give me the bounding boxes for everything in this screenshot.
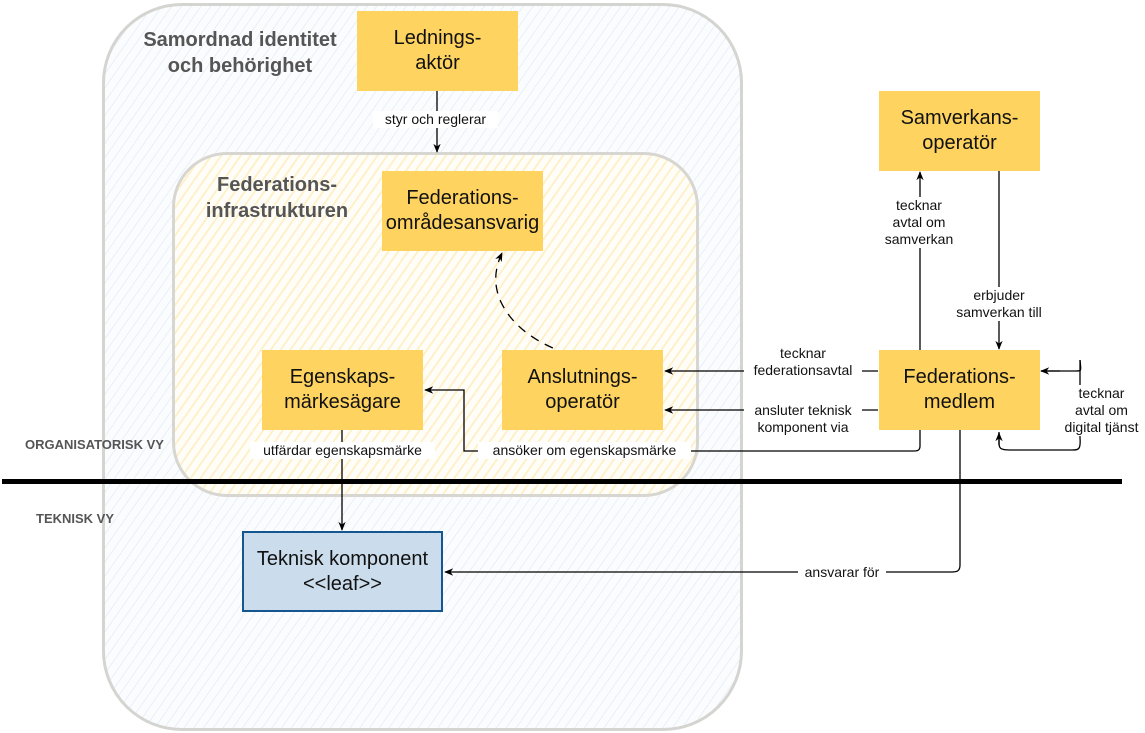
label-styr-och-reglerar: styr och reglerar [373, 111, 498, 128]
label-erbjuder-samverkan-till: erbjuder samverkan till [942, 287, 1056, 321]
node-federationsmedlem[interactable]: Federations- medlem [879, 350, 1040, 430]
view-label-teknisk: TEKNISK VY [36, 511, 115, 526]
label-tecknar-federationsavtal: tecknar federationsavtal [744, 345, 862, 379]
node-anslutningsoperator[interactable]: Anslutnings- operatör [502, 350, 663, 430]
group-title-federationsinfrastrukturen: Federations- infrastrukturen [205, 174, 349, 222]
label-tecknar-avtal-om-digital-tjanst: tecknar avtal om digital tjänst [1058, 385, 1145, 436]
node-teknisk-komponent[interactable]: Teknisk komponent <<leaf>> [242, 531, 443, 612]
label-ansoker-om-egenskapsmarke: ansöker om egenskapsmärke [478, 442, 691, 459]
node-samverkansoperator[interactable]: Samverkans- operatör [879, 91, 1040, 171]
label-ansvarar-for: ansvarar för [798, 564, 886, 581]
label-ansluter-teknisk-komponent: ansluter teknisk komponent via [744, 402, 862, 436]
label-tecknar-avtal-om-samverkan: tecknar avtal om samverkan [871, 197, 967, 248]
group-title-samordnad-identitet: Samordnad identitet och behörighet [143, 29, 337, 77]
node-federationsomradesansvarig[interactable]: Federations- områdesansvarig [382, 171, 543, 251]
view-separator-line [2, 479, 1122, 484]
view-label-organisatorisk: ORGANISATORISK VY [25, 437, 164, 452]
node-egenskapsmarkesagare[interactable]: Egenskaps- märkesägare [262, 350, 423, 430]
label-utfardar-egenskapsmarke: utfärdar egenskapsmärke [250, 442, 435, 459]
node-ledningsaktor[interactable]: Lednings- aktör [357, 11, 518, 91]
